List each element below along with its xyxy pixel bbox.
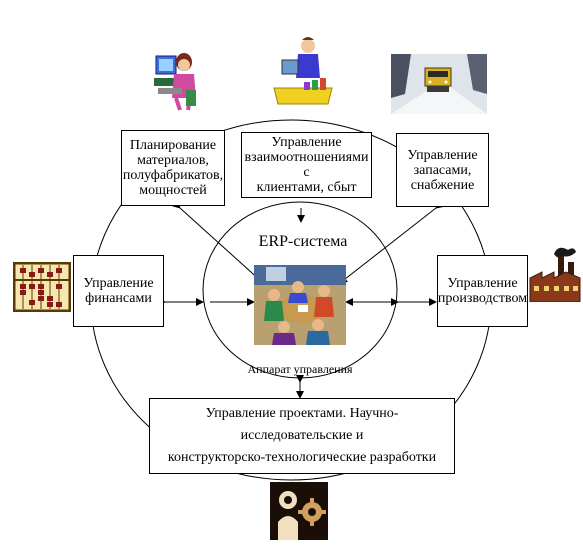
box-finance: Управление финансами	[73, 255, 164, 327]
box-material-planning-label: Планирование материалов, полуфабрикатов,…	[122, 138, 224, 198]
shop-clerk-icon	[273, 37, 333, 105]
gears-icon	[270, 482, 328, 540]
box-production: Управление производством	[437, 255, 528, 327]
box-material-planning: Планирование материалов, полуфабрикатов,…	[121, 130, 225, 206]
arrow-planning	[172, 200, 263, 283]
box-crm-sales-label: Управление взаимоотношениями с клиентами…	[244, 135, 369, 195]
box-crm-sales: Управление взаимоотношениями с клиентами…	[241, 132, 372, 198]
management-apparatus-label: Аппарат управления	[247, 362, 353, 376]
abacus-icon	[13, 262, 71, 312]
box-projects-rnd-label: Управление проектами. Научно-исследовате…	[167, 406, 437, 465]
box-inventory-supply-label: Управление запасами, снабжение	[407, 147, 478, 193]
box-projects-rnd: Управление проектами. Научно-исследовате…	[149, 398, 455, 474]
arrow-inventory	[339, 200, 444, 284]
factory-icon	[529, 247, 581, 302]
box-finance-label: Управление финансами	[83, 276, 154, 306]
woman-at-computer-icon	[154, 53, 196, 111]
erp-system-title: ERP-система	[258, 233, 348, 250]
meeting-people-icon	[254, 265, 346, 345]
truck-photo-icon	[391, 54, 487, 114]
box-production-label: Управление производством	[437, 276, 528, 306]
box-inventory-supply: Управление запасами, снабжение	[396, 133, 489, 207]
